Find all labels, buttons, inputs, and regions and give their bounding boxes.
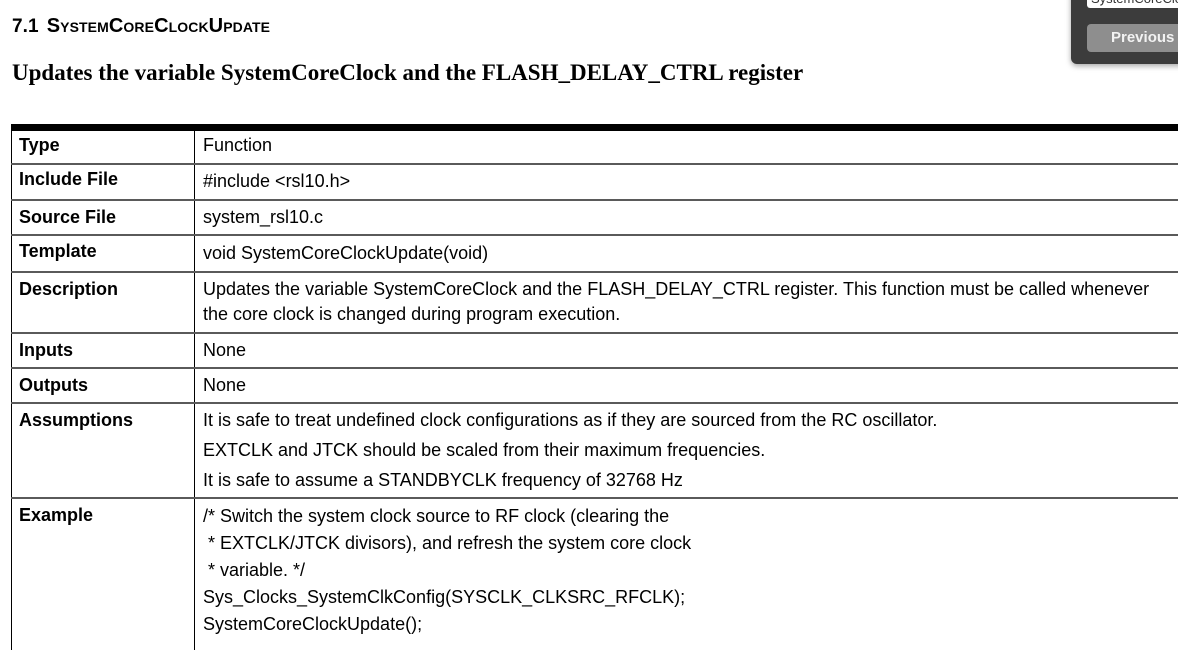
assumption-line: It is safe to assume a STANDBYCLK freque… <box>203 465 1168 495</box>
row-value-inputs: None <box>195 333 1178 368</box>
find-popup: SystemCoreClockUpdate Previous <box>1071 0 1178 64</box>
function-spec-table: Type Function Include File #include <rsl… <box>11 131 1178 650</box>
previous-button[interactable]: Previous <box>1087 24 1178 52</box>
code-line: * EXTCLK/JTCK divisors), and refresh the… <box>203 530 1168 557</box>
section-number: 7.1 <box>12 16 39 37</box>
row-value-example: /* Switch the system clock source to RF … <box>195 498 1178 650</box>
table-row-example: Example /* Switch the system clock sourc… <box>12 498 1178 650</box>
table-row-type: Type Function <box>12 131 1178 164</box>
row-label-include-file: Include File <box>12 164 195 200</box>
row-label-inputs: Inputs <box>12 333 195 368</box>
code-line: /* Switch the system clock source to RF … <box>203 503 1168 530</box>
table-row-description: Description Updates the variable SystemC… <box>12 272 1178 333</box>
row-value-outputs: None <box>195 368 1178 403</box>
row-label-template: Template <box>12 235 195 272</box>
code-line: Sys_Clocks_SystemClkConfig(SYSCLK_CLKSRC… <box>203 584 1168 611</box>
table-row-outputs: Outputs None <box>12 368 1178 403</box>
table-row-template: Template void SystemCoreClockUpdate(void… <box>12 235 1178 272</box>
row-label-source-file: Source File <box>12 200 195 235</box>
table-row-source-file: Source File system_rsl10.c <box>12 200 1178 235</box>
code-line: * variable. */ <box>203 557 1168 584</box>
row-value-assumptions: It is safe to treat undefined clock conf… <box>195 403 1178 498</box>
table-top-rule <box>11 124 1178 131</box>
row-value-description: Updates the variable SystemCoreClock and… <box>195 272 1178 333</box>
row-label-outputs: Outputs <box>12 368 195 403</box>
row-value-type: Function <box>195 131 1178 164</box>
table-row-assumptions: Assumptions It is safe to treat undefine… <box>12 403 1178 498</box>
table-row-inputs: Inputs None <box>12 333 1178 368</box>
code-line: SystemCoreClockUpdate(); <box>203 611 1168 638</box>
row-value-template: void SystemCoreClockUpdate(void) <box>195 235 1178 272</box>
row-value-include-file: #include <rsl10.h> <box>195 164 1178 200</box>
find-input[interactable]: SystemCoreClockUpdate <box>1087 0 1178 8</box>
section-title: SystemCoreClockUpdate <box>47 15 270 37</box>
row-label-description: Description <box>12 272 195 333</box>
table-row-include-file: Include File #include <rsl10.h> <box>12 164 1178 200</box>
row-label-example: Example <box>12 498 195 650</box>
row-label-type: Type <box>12 131 195 164</box>
row-value-source-file: system_rsl10.c <box>195 200 1178 235</box>
assumption-line: It is safe to treat undefined clock conf… <box>203 405 1168 435</box>
function-summary-title: Updates the variable SystemCoreClock and… <box>12 59 803 87</box>
row-label-assumptions: Assumptions <box>12 403 195 498</box>
assumption-line: EXTCLK and JTCK should be scaled from th… <box>203 435 1168 465</box>
section-heading: 7.1 SystemCoreClockUpdate <box>12 14 270 39</box>
